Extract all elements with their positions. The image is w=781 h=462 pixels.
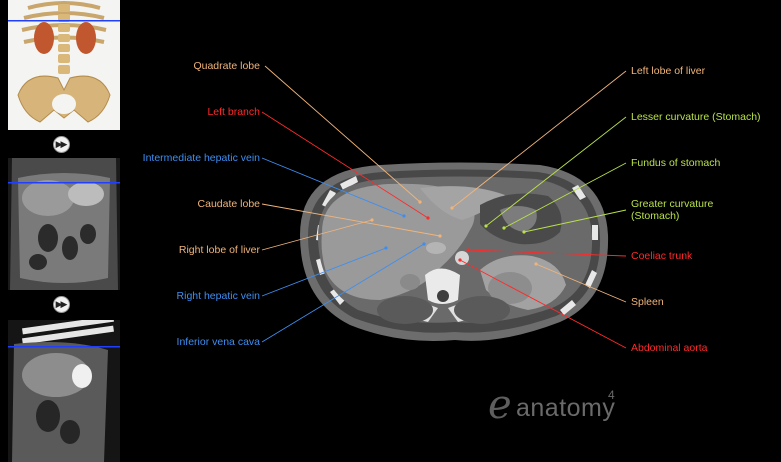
leader-lesser-curvature: [486, 117, 626, 226]
label-greater-curvature[interactable]: Greater curvature (Stomach): [631, 198, 713, 222]
leader-coeliac-trunk: [468, 250, 626, 256]
label-left-branch[interactable]: Left branch: [207, 106, 260, 118]
label-quadrate-lobe[interactable]: Quadrate lobe: [193, 60, 260, 72]
label-greater-curvature-line2: (Stomach): [631, 210, 713, 222]
leader-abdominal-aorta: [460, 260, 626, 348]
label-abdominal-aorta[interactable]: Abdominal aorta: [631, 342, 707, 354]
leader-right-lobe-of-liver: [262, 220, 372, 250]
logo-version: 4: [608, 388, 615, 402]
leader-right-hepatic-vein: [262, 248, 386, 296]
label-intermediate-hepatic-vein[interactable]: Intermediate hepatic vein: [143, 152, 260, 164]
leader-left-lobe-of-liver: [452, 71, 626, 208]
leader-quadrate-lobe: [265, 66, 420, 202]
label-left-lobe-of-liver[interactable]: Left lobe of liver: [631, 65, 705, 77]
label-fundus-of-stomach[interactable]: Fundus of stomach: [631, 157, 720, 169]
logo-word: anatomy: [516, 394, 615, 423]
leader-fundus-of-stomach: [504, 163, 626, 228]
leader-spleen: [536, 264, 626, 302]
label-right-hepatic-vein[interactable]: Right hepatic vein: [177, 290, 260, 302]
leader-left-branch: [262, 112, 428, 218]
label-coeliac-trunk[interactable]: Coeliac trunk: [631, 250, 692, 262]
label-spleen[interactable]: Spleen: [631, 296, 664, 308]
leader-inferior-vena-cava: [262, 244, 424, 342]
logo-e-glyph: e: [488, 382, 512, 428]
leader-greater-curvature: [524, 210, 626, 232]
label-right-lobe-of-liver[interactable]: Right lobe of liver: [179, 244, 260, 256]
label-inferior-vena-cava[interactable]: Inferior vena cava: [177, 336, 260, 348]
label-greater-curvature-line1: Greater curvature: [631, 198, 713, 210]
label-caudate-lobe[interactable]: Caudate lobe: [198, 198, 260, 210]
leader-intermediate-hepatic-vein: [262, 158, 404, 216]
label-lesser-curvature[interactable]: Lesser curvature (Stomach): [631, 111, 761, 123]
